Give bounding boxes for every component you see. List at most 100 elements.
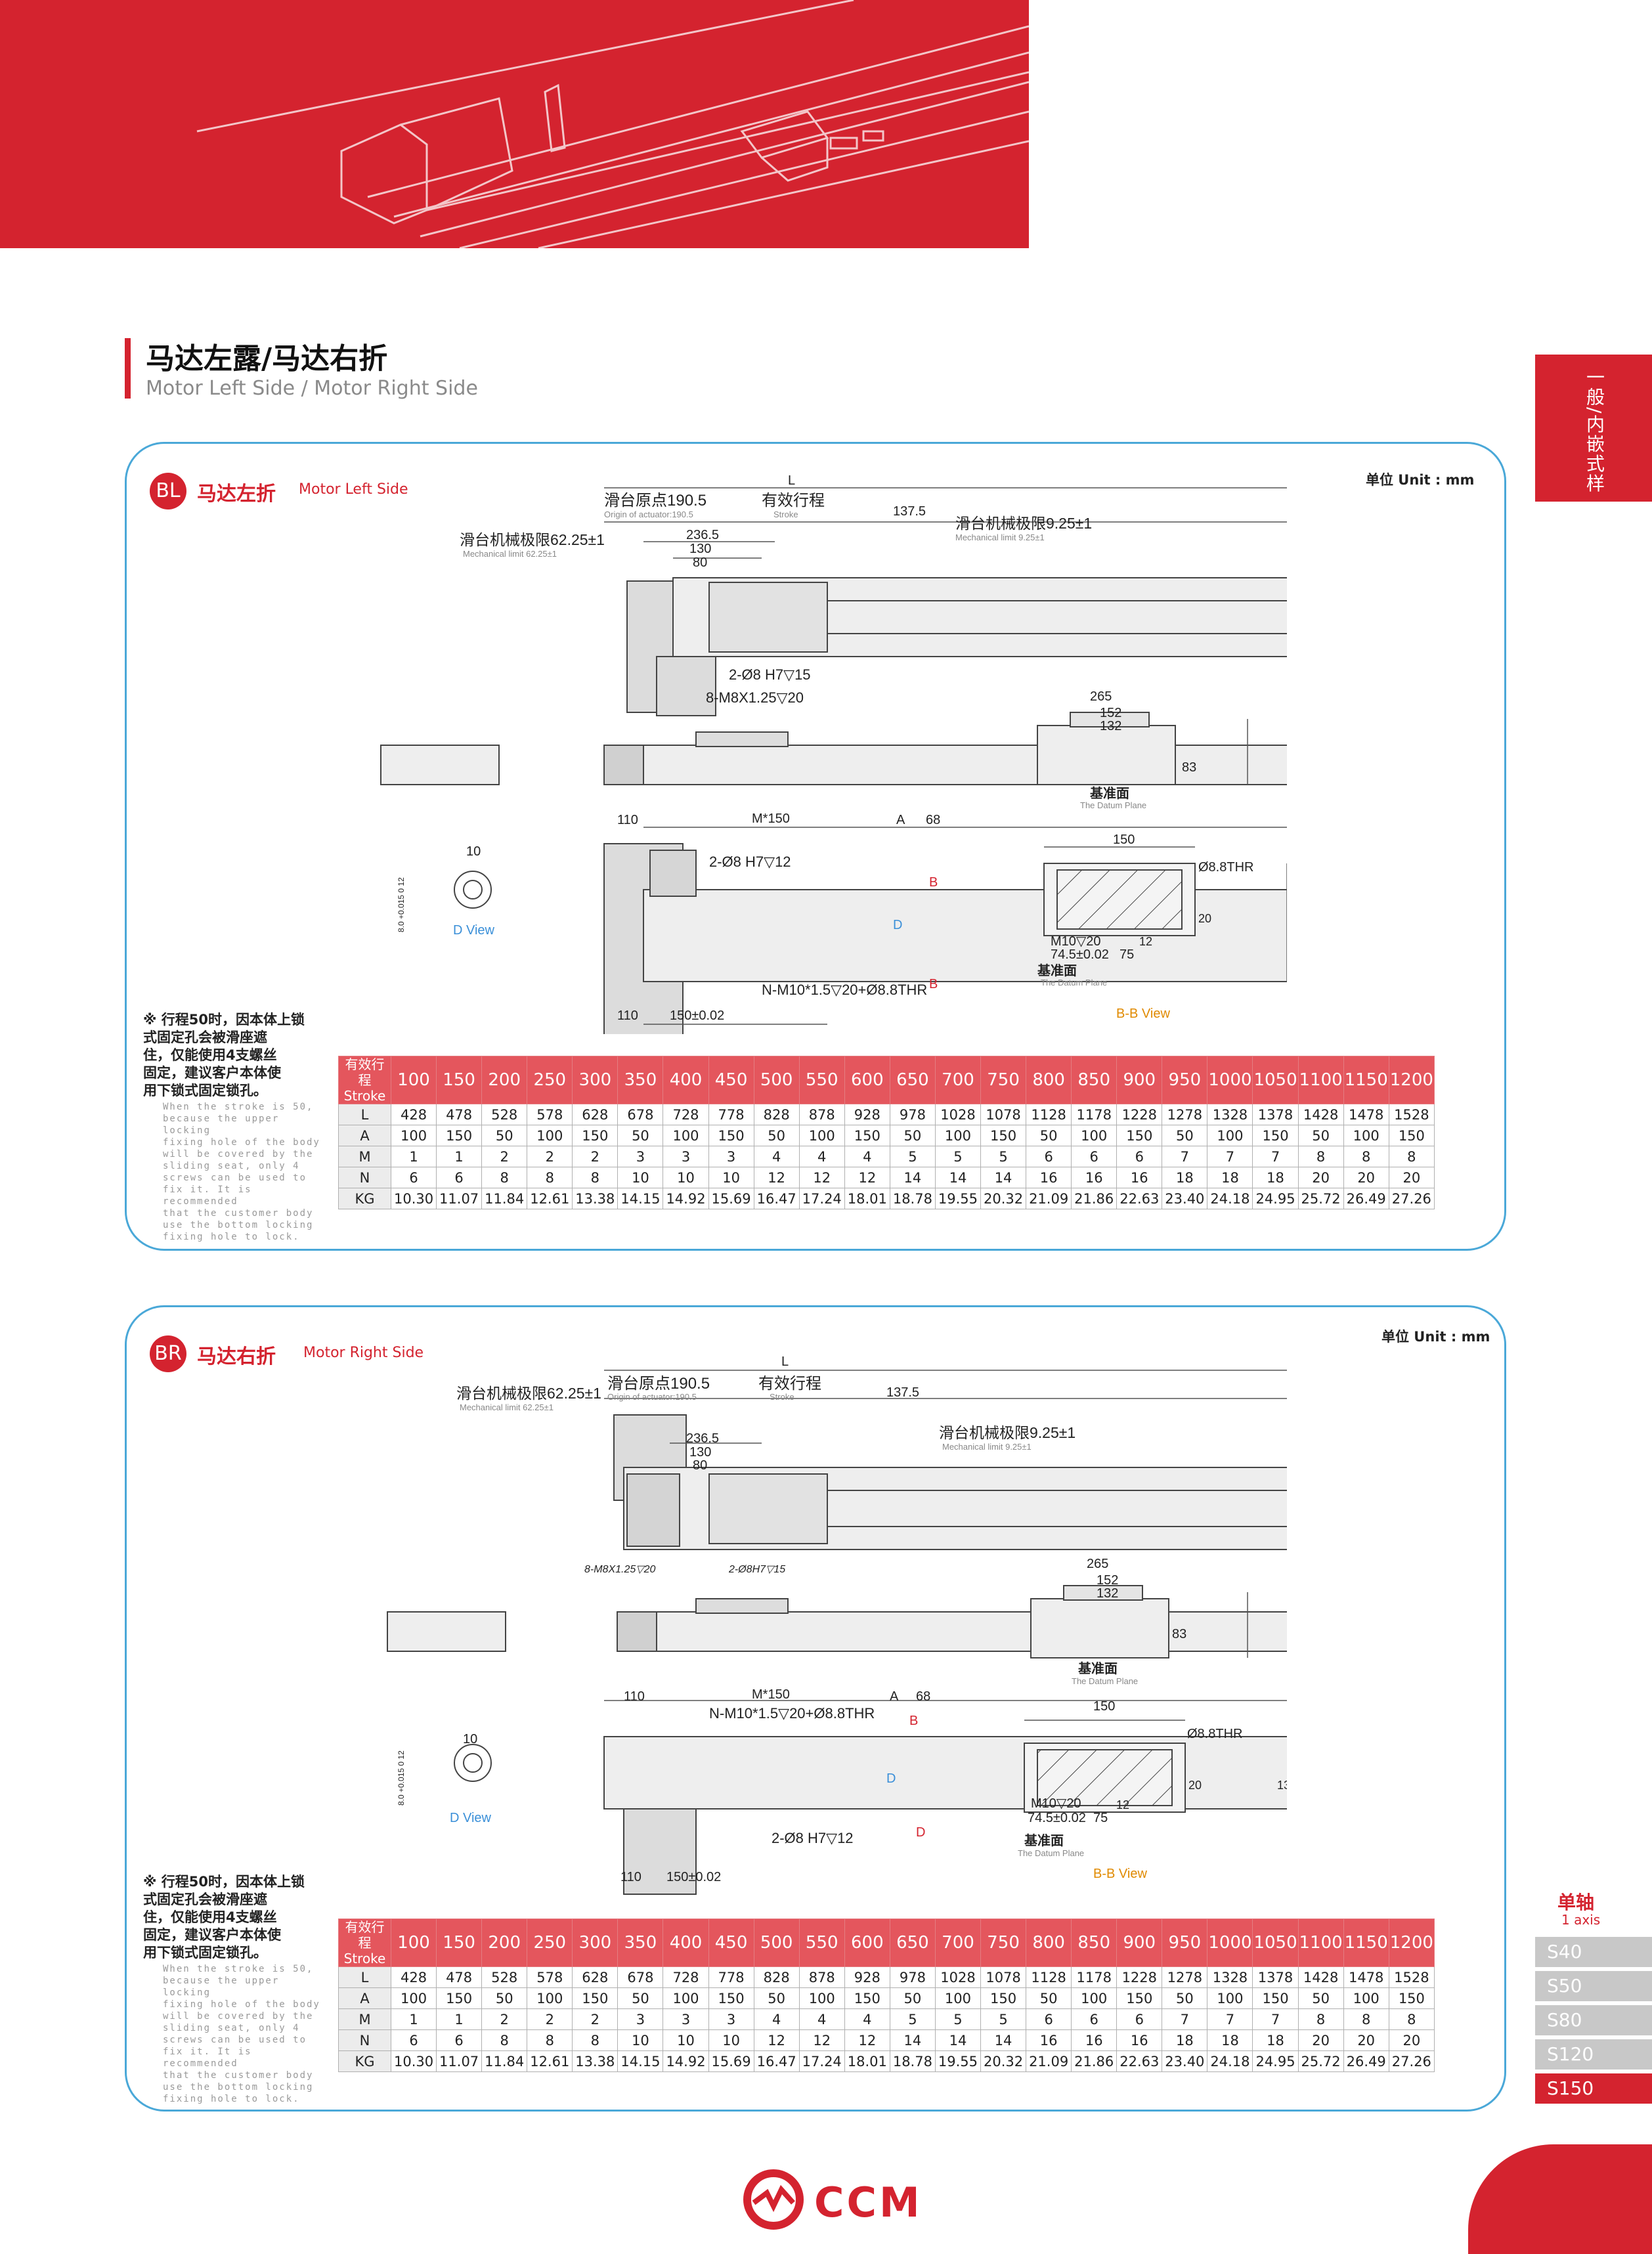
- datum-cn: 基准面: [1090, 785, 1129, 801]
- table-header-cell: 1100: [1297, 1918, 1344, 1967]
- dim-m150: M*150: [752, 812, 790, 826]
- axis-nav-item-s40[interactable]: S40: [1535, 1937, 1652, 1967]
- axis-nav-item-s120[interactable]: S120: [1535, 2039, 1652, 2070]
- table-cell: 14: [934, 1167, 982, 1188]
- bb-dim-150: 150: [1113, 833, 1135, 847]
- dim-68: 68: [926, 813, 940, 827]
- table-cell: 678: [617, 1104, 664, 1125]
- dim-80: 80: [693, 555, 707, 570]
- actuator-illustration: [196, 0, 1029, 248]
- table-cell: 14: [934, 2029, 982, 2051]
- table-header-cell: 100: [390, 1918, 437, 1967]
- table-cell: 8: [572, 1167, 619, 1188]
- side-category-tab[interactable]: 一般/内嵌式样: [1535, 355, 1652, 502]
- unit-label: 单位 Unit : mm: [1381, 1329, 1490, 1345]
- section-badge: BL: [150, 473, 186, 509]
- table-row-label: L: [338, 1966, 391, 1988]
- dim-limit-left-cn: 滑台机械极限62.25±1: [456, 1385, 601, 1402]
- table-cell: 18: [1162, 2029, 1208, 2051]
- table-cell: 100: [1207, 1987, 1253, 2009]
- dim-limit-right-en: Mechanical limit 9.25±1: [942, 1442, 1032, 1452]
- table-row-label: M: [338, 1146, 391, 1167]
- table-cell: 3: [617, 2008, 664, 2030]
- table-cell: 8: [527, 1167, 573, 1188]
- table-cell: 150: [980, 1125, 1027, 1146]
- dim-m150: M*150: [752, 1687, 790, 1702]
- table-cell: 22.63: [1116, 2050, 1163, 2072]
- dim-83: 83: [1172, 1627, 1186, 1641]
- table-cell: 8: [1388, 1146, 1435, 1167]
- table-header-cell: 1150: [1343, 1056, 1389, 1104]
- table-cell: 12: [798, 2029, 845, 2051]
- table-cell: 578: [527, 1104, 573, 1125]
- table-cell: 6: [436, 2029, 483, 2051]
- table-cell: 16: [1116, 1167, 1163, 1188]
- axis-nav-item-s50[interactable]: S50: [1535, 1971, 1652, 2001]
- table-cell: 150: [1388, 1987, 1435, 2009]
- dim-pin: 2-Ø8 H7▽15: [729, 666, 811, 683]
- table-cell: 100: [527, 1987, 573, 2009]
- table-cell: 24.18: [1207, 1188, 1253, 1209]
- dim-236: 236.5: [686, 1431, 719, 1446]
- dim-origin-en: Origin of actuator:190.5: [604, 509, 693, 519]
- table-cell: 2: [572, 1146, 619, 1167]
- bb-12: 12: [1116, 1798, 1129, 1811]
- table-header-cell: 400: [663, 1918, 709, 1967]
- table-cell: 21.09: [1026, 1188, 1072, 1209]
- table-cell: 478: [436, 1104, 483, 1125]
- table-cell: 50: [481, 1125, 528, 1146]
- table-cell: 20: [1343, 1167, 1389, 1188]
- table-cell: 100: [1343, 1987, 1389, 2009]
- table-row-label: KG: [338, 1188, 391, 1209]
- table-cell: 428: [390, 1104, 437, 1125]
- table-cell: 19.55: [934, 2050, 982, 2072]
- table-row-label: KG: [338, 2050, 391, 2072]
- dim-stroke-cn: 有效行程: [762, 492, 825, 509]
- table-cell: 12: [753, 1167, 800, 1188]
- table-cell: 100: [934, 1125, 982, 1146]
- table-cell: 1378: [1252, 1104, 1299, 1125]
- table-cell: 24.95: [1252, 2050, 1299, 2072]
- table-cell: 16.47: [753, 1188, 800, 1209]
- table-cell: 6: [1116, 1146, 1163, 1167]
- table-cell: 1328: [1207, 1104, 1253, 1125]
- table-cell: 50: [1297, 1987, 1344, 2009]
- dim-80: 80: [693, 1458, 707, 1473]
- table-cell: 10: [617, 2029, 664, 2051]
- table-cell: 150: [436, 1125, 483, 1146]
- table-cell: 150: [1116, 1987, 1163, 2009]
- dim-stroke-cn: 有效行程: [758, 1375, 821, 1393]
- table-cell: 5: [980, 2008, 1027, 2030]
- table-cell: 6: [1116, 2008, 1163, 2030]
- label-D: D: [893, 918, 902, 932]
- table-cell: 528: [481, 1966, 528, 1988]
- bb-thr: Ø8.8THR: [1198, 860, 1253, 875]
- table-cell: 8: [1343, 1146, 1389, 1167]
- table-cell: 24.18: [1207, 2050, 1253, 2072]
- dim-L: L: [781, 1355, 789, 1369]
- table-cell: 528: [481, 1104, 528, 1125]
- table-cell: 1: [436, 2008, 483, 2030]
- section-title-cn: 马达左折: [197, 483, 276, 506]
- bb-745: 74.5±0.02: [1028, 1811, 1086, 1825]
- bb-datum-en: The Datum Plane: [1018, 1848, 1084, 1858]
- table-cell: 50: [889, 1125, 936, 1146]
- dim-nm: N-M10*1.5▽20+Ø8.8THR: [709, 1705, 875, 1722]
- table-cell: 1: [390, 2008, 437, 2030]
- table-cell: 4: [844, 1146, 890, 1167]
- table-cell: 20: [1388, 1167, 1435, 1188]
- table-cell: 23.40: [1162, 1188, 1208, 1209]
- table-cell: 150: [980, 1987, 1027, 2009]
- table-row-label: N: [338, 1167, 391, 1188]
- stroke-head-en: Stroke: [343, 1088, 386, 1104]
- table-cell: 2: [572, 2008, 619, 2030]
- table-header-cell: 1100: [1297, 1056, 1344, 1104]
- axis-nav-item-s150[interactable]: S150: [1535, 2073, 1652, 2104]
- table-cell: 18.01: [844, 2050, 890, 2072]
- label-D-bottom: D: [916, 1825, 925, 1840]
- datum-en: The Datum Plane: [1080, 800, 1146, 810]
- axis-nav-item-s80[interactable]: S80: [1535, 2005, 1652, 2035]
